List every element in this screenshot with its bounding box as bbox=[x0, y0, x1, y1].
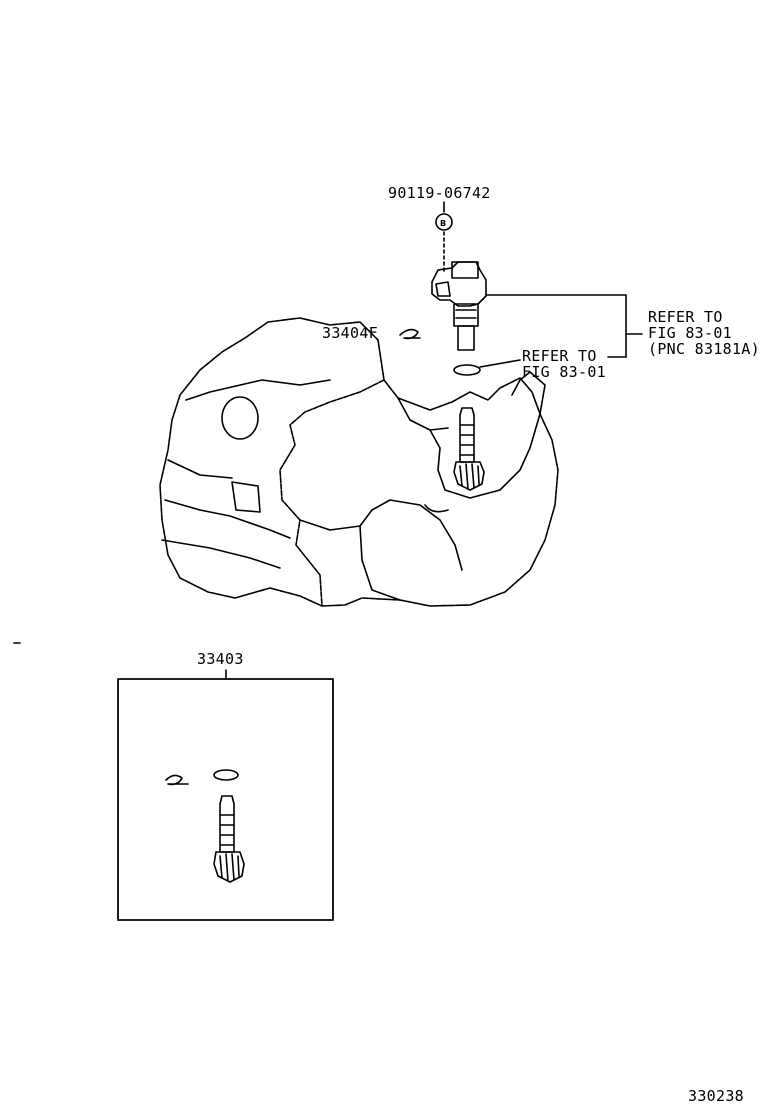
sensor-refer-line3: (PNC 83181A) bbox=[648, 340, 760, 358]
o-ring bbox=[453, 359, 521, 376]
transaxle-housing bbox=[159, 317, 559, 607]
oring-refer-line2: FIG 83-01 bbox=[522, 363, 606, 381]
kit-snap-ring bbox=[165, 774, 189, 786]
bolt-part-number: 90119-06742 bbox=[388, 184, 491, 202]
speed-sensor bbox=[431, 261, 487, 351]
snap-ring bbox=[399, 328, 421, 340]
oring-refer-line1: REFER TO bbox=[522, 347, 597, 365]
bolt-marker-label: B bbox=[440, 219, 446, 228]
sensor-refer-line2: FIG 83-01 bbox=[648, 324, 732, 342]
kit-part-number: 33403 bbox=[197, 650, 244, 668]
kit-drive-gear bbox=[213, 795, 245, 883]
oring-refer-note: REFER TO FIG 83-01 bbox=[522, 348, 606, 380]
sensor-refer-note: REFER TO FIG 83-01 (PNC 83181A) bbox=[648, 309, 760, 357]
sensor-refer-bracket bbox=[485, 294, 643, 358]
kit-box bbox=[117, 678, 334, 921]
bolt-marker-icon: B bbox=[435, 213, 453, 231]
figure-number: 330238 bbox=[688, 1087, 744, 1105]
snap-ring-part-number: 33404F bbox=[322, 324, 378, 342]
kit-o-ring bbox=[213, 769, 239, 781]
drive-gear bbox=[453, 407, 485, 491]
sensor-refer-line1: REFER TO bbox=[648, 308, 723, 326]
